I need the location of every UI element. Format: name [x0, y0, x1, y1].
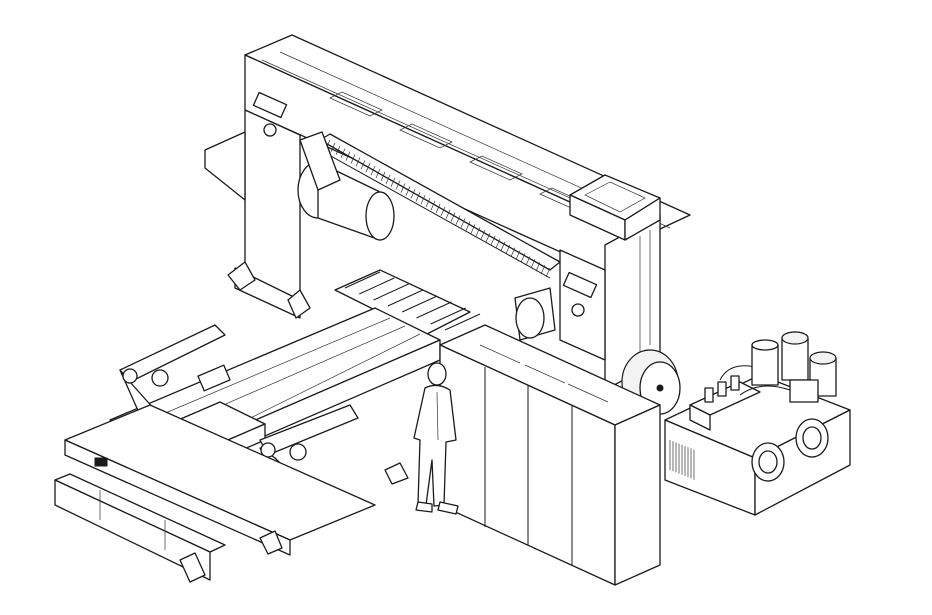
hydraulic-power-unit: [664, 365, 851, 516]
linear-guide-rail: [319, 133, 561, 279]
operator-figure: [413, 362, 459, 515]
hydraulic-motors: [751, 331, 837, 403]
electrical-cabinets: [439, 324, 661, 586]
cylinder-left: [297, 131, 395, 241]
cylinder-right: [514, 287, 681, 415]
clamp-arms: [119, 324, 359, 483]
base-frame: [54, 404, 409, 583]
control-panel: [569, 174, 661, 241]
gantry-frame: [204, 34, 691, 391]
